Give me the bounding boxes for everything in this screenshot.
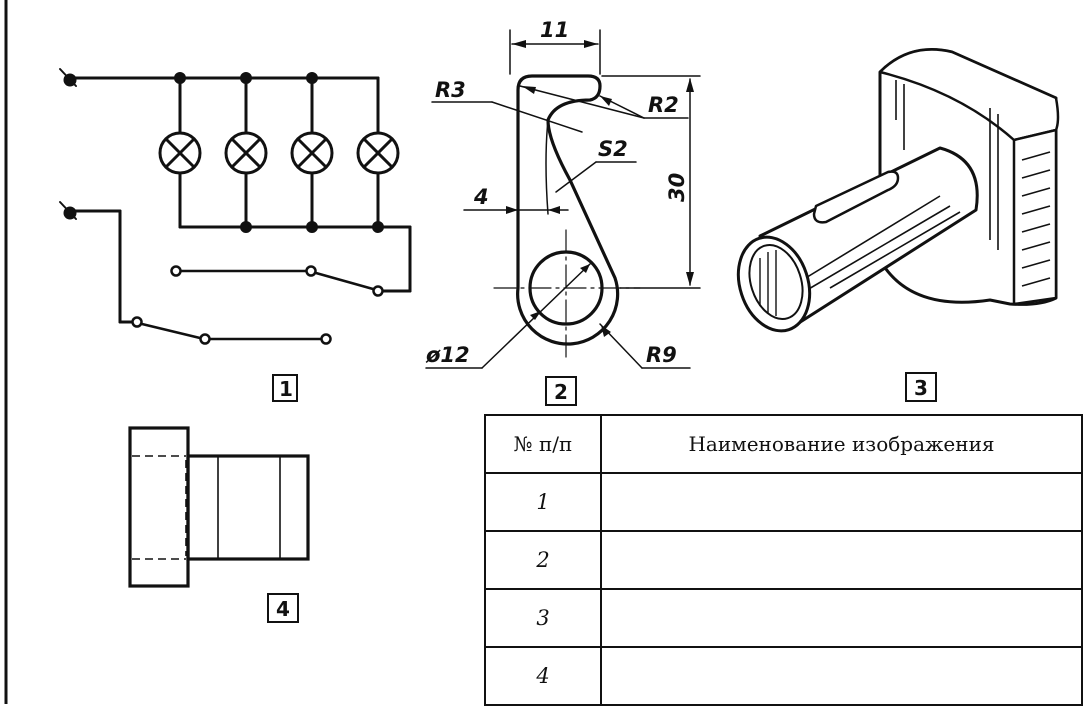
dim-offset — [463, 206, 569, 214]
radius-r3-label: R3 — [435, 78, 466, 102]
leader-s2 — [555, 161, 637, 193]
row-name-cell[interactable] — [600, 646, 1083, 706]
switch-lower — [131, 316, 332, 345]
dim-height-label: 30 — [665, 173, 689, 202]
shank-rectangle — [186, 454, 310, 561]
lamp-4 — [356, 76, 400, 229]
diameter-label: ø12 — [425, 343, 470, 367]
hidden-lines — [132, 455, 187, 560]
figure-label-2: 2 — [545, 376, 577, 406]
table-row: 4 — [484, 646, 1083, 706]
figure-label-2-text: 2 — [554, 380, 568, 404]
radius-r2-label: R2 — [648, 93, 679, 117]
figure-1-circuit-diagram — [59, 68, 412, 345]
row-name-cell[interactable] — [600, 588, 1083, 648]
lamp-2 — [224, 76, 268, 229]
end-face-hatching — [759, 250, 777, 316]
figure-label-1-text: 1 — [279, 377, 293, 401]
figure-label-4: 4 — [267, 593, 299, 623]
input-terminal-bottom — [59, 201, 77, 220]
junction-node — [240, 221, 252, 233]
shaft-hatching — [785, 195, 961, 301]
table-row: 2 — [484, 530, 1083, 590]
row-number: 3 — [484, 588, 602, 648]
figure-4-orthographic-view — [128, 426, 310, 588]
shaft-cylinder — [758, 146, 979, 328]
inner-bend-line — [545, 119, 549, 215]
leader-r9 — [599, 323, 691, 369]
row-number: 1 — [484, 472, 602, 532]
part-outline — [516, 74, 620, 346]
column-header-number: № п/п — [484, 414, 602, 474]
table-row: 1 — [484, 472, 1083, 532]
figure-2-part-drawing: 11 30 R3 R2 S2 — [425, 18, 701, 369]
table-header-row: № п/п Наименование изображения — [484, 414, 1083, 474]
flange-hatching — [895, 80, 1051, 287]
lamp-3 — [290, 76, 334, 229]
answer-table: № п/п Наименование изображения 1 2 3 4 — [484, 414, 1083, 706]
thickness-s2-label: S2 — [598, 137, 628, 161]
keyway-slot — [812, 170, 900, 224]
radius-r9-label: R9 — [646, 343, 677, 367]
column-header-name: Наименование изображения — [600, 414, 1083, 474]
dim-height — [601, 75, 701, 289]
row-number: 4 — [484, 646, 602, 706]
switch-upper — [170, 265, 384, 297]
table-row: 3 — [484, 588, 1083, 648]
flange-top-face — [878, 48, 1060, 142]
hole — [528, 250, 604, 326]
figure-label-4-text: 4 — [276, 597, 290, 621]
head-rectangle — [128, 426, 190, 588]
dim-offset-label: 4 — [473, 185, 489, 209]
input-terminal-top — [59, 68, 77, 87]
dim-width-top-label: 11 — [540, 18, 569, 42]
leader-diameter — [425, 263, 591, 369]
junction-node — [306, 221, 318, 233]
figure-label-3: 3 — [905, 372, 937, 402]
row-name-cell[interactable] — [600, 472, 1083, 532]
leader-r2 — [519, 85, 689, 119]
figure-label-1: 1 — [272, 374, 298, 402]
row-name-cell[interactable] — [600, 530, 1083, 590]
row-number: 2 — [484, 530, 602, 590]
figure-3-isometric-shaft — [736, 48, 1060, 333]
leader-r3 — [431, 101, 583, 133]
figure-label-3-text: 3 — [914, 376, 928, 400]
dim-width-top — [509, 29, 601, 75]
lamp-1 — [158, 76, 202, 229]
junction-node — [372, 221, 384, 233]
